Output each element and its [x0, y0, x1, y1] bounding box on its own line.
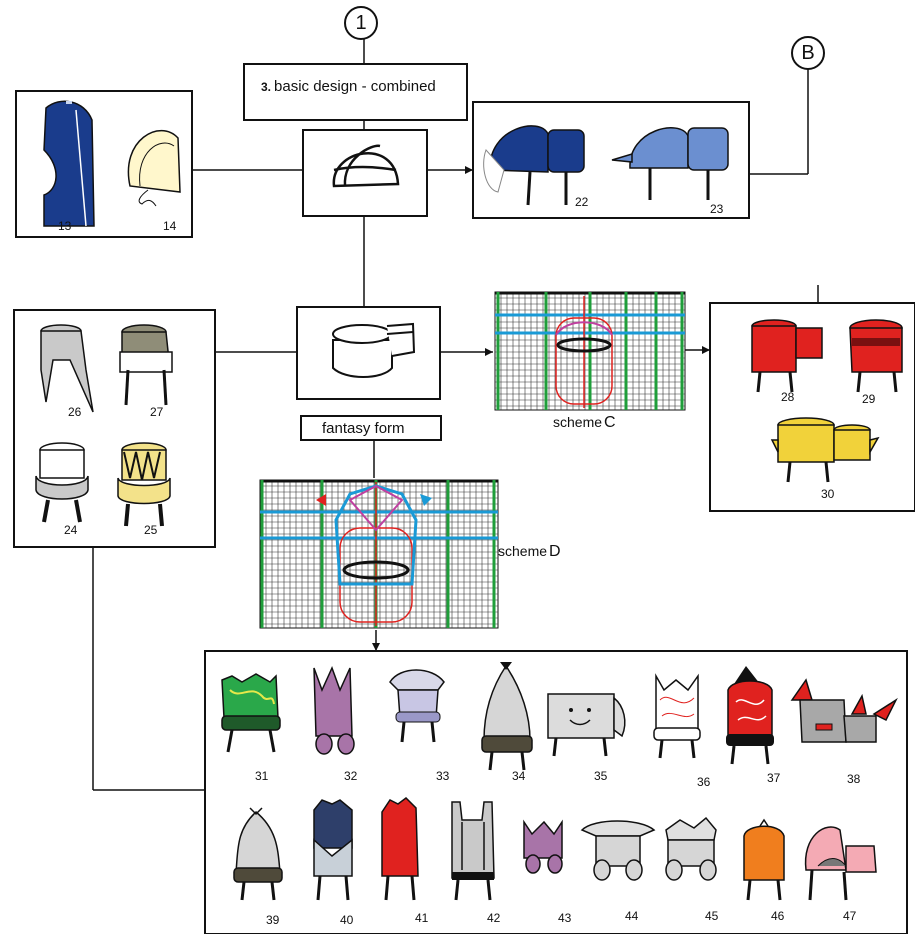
item-number: 30	[821, 487, 835, 501]
item-number: 13	[58, 219, 72, 233]
marker-b: B	[791, 36, 825, 70]
item-number: 23	[710, 202, 724, 216]
trapper-23-icon	[611, 127, 729, 200]
bonnet-14-icon	[127, 129, 181, 207]
title-label: basic design - combined	[274, 78, 436, 95]
title-number: 3.	[261, 80, 272, 94]
basic-form-box	[302, 129, 428, 217]
hat-47-icon	[804, 826, 877, 901]
scheme-c-word: scheme	[553, 414, 603, 430]
hat-32-icon	[313, 666, 355, 755]
item-number: 31	[255, 769, 269, 783]
item-number: 47	[843, 909, 857, 923]
item-number: 46	[771, 909, 785, 923]
hat-45-icon	[665, 816, 717, 881]
item-number: 22	[575, 195, 589, 209]
hat-42-icon	[451, 801, 495, 901]
item-number: 38	[847, 772, 861, 786]
hat-38-icon	[790, 678, 898, 743]
item-number: 35	[594, 769, 608, 783]
hat-25-icon	[117, 442, 171, 527]
item-number: 40	[340, 913, 354, 927]
hat-39-icon	[233, 807, 283, 901]
hat-31-icon	[221, 673, 281, 753]
item-number: 25	[144, 523, 158, 537]
item-number: 26	[68, 405, 82, 419]
hat-28-icon	[751, 319, 823, 393]
hat-37-icon	[726, 666, 774, 765]
item-number: 43	[558, 911, 572, 925]
hat-24-icon	[35, 442, 89, 523]
title-text: 3.basic design - combined	[261, 78, 436, 95]
fantasy-form-label: fantasy form	[322, 420, 405, 437]
hat-36-icon	[653, 673, 701, 759]
hood-13-icon	[43, 100, 95, 227]
hat-46-icon	[743, 818, 785, 901]
marker-1: 1	[344, 6, 378, 40]
basic-cap-icon	[332, 144, 400, 188]
hat-33-icon	[389, 669, 445, 743]
item-number: 29	[862, 392, 876, 406]
hat-41-icon	[381, 797, 419, 901]
scheme-c-grid	[494, 291, 686, 411]
hat-35-icon	[547, 693, 626, 757]
hat-34-icon	[481, 662, 533, 771]
fantasy-form-label-box: fantasy form	[300, 415, 442, 441]
hat-44-icon	[580, 820, 656, 881]
scheme-c-letter: C	[604, 414, 616, 431]
hat-27-icon	[119, 324, 173, 406]
item-number: 28	[781, 390, 795, 404]
item-number: 42	[487, 911, 501, 925]
item-number: 44	[625, 909, 639, 923]
scheme-d-letter: D	[549, 543, 561, 560]
item-number: 39	[266, 913, 280, 927]
item-number: 33	[436, 769, 450, 783]
item-number: 27	[150, 405, 164, 419]
item-number: 45	[705, 909, 719, 923]
scheme-d-grid	[259, 479, 499, 629]
item-number: 34	[512, 769, 526, 783]
item-number: 37	[767, 771, 781, 785]
item-number: 36	[697, 775, 711, 789]
scheme-d-word: scheme	[498, 543, 548, 559]
item-number: 14	[163, 219, 177, 233]
item-number: 41	[415, 911, 429, 925]
hat-26-icon	[40, 324, 94, 413]
item-number: 32	[344, 769, 358, 783]
hat-30-icon	[770, 417, 880, 483]
connector-lines	[92, 38, 819, 791]
hat-43-icon	[523, 819, 563, 874]
trapper-22-icon	[483, 125, 585, 206]
item-number: 24	[64, 523, 78, 537]
fantasy-cap-icon	[332, 322, 416, 378]
hat-40-icon	[313, 799, 353, 901]
title-box: 3.basic design - combined	[243, 63, 468, 121]
hat-29-icon	[849, 319, 903, 393]
